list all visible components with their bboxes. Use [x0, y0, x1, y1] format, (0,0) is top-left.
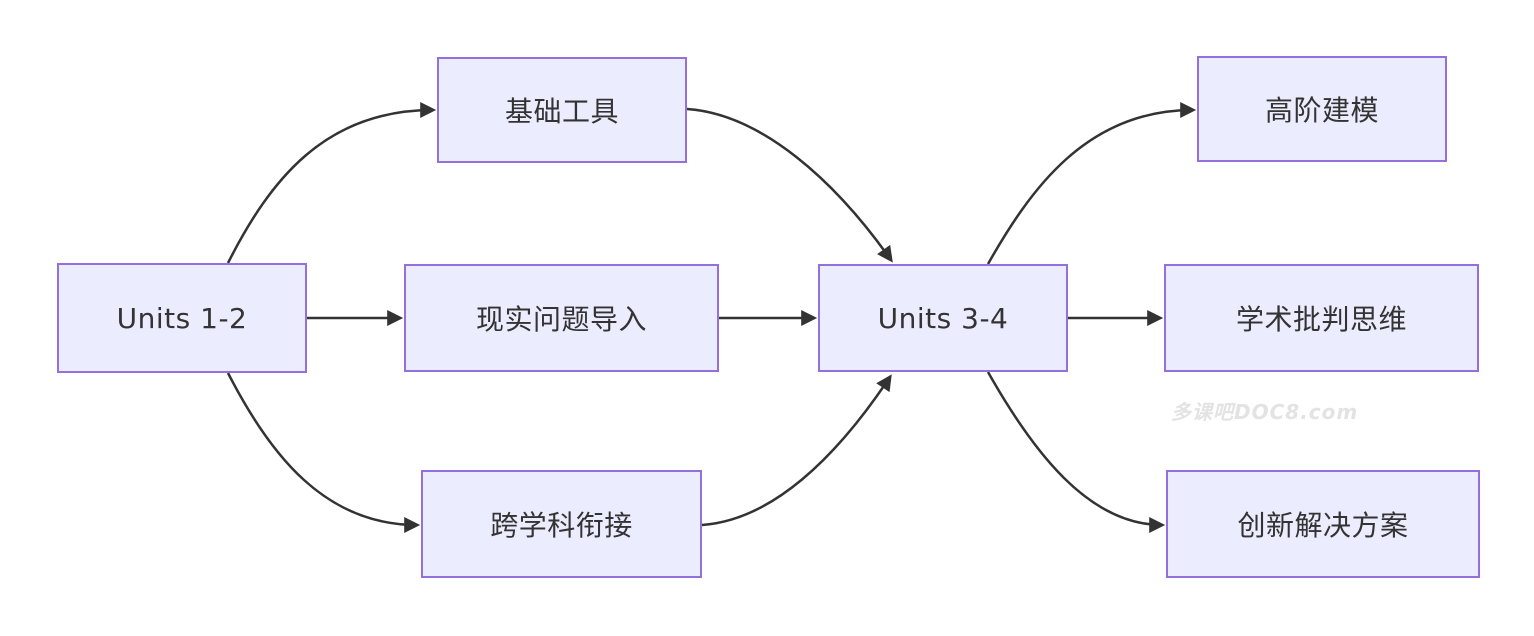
edge-units-3-4--advanced-modeling: [986, 102, 1197, 265]
edge-units-1-2--basic-tools: [226, 102, 437, 264]
node-label: 学术批判思维: [1235, 303, 1407, 336]
node-basic-tools: 基础工具: [437, 57, 687, 163]
edge-units-3-4--innovative-solutions: [986, 371, 1166, 533]
node-label: 现实问题导入: [475, 303, 647, 336]
edge-units-1-2--interdisciplinary-bridge: [226, 372, 421, 533]
node-advanced-modeling: 高阶建模: [1197, 56, 1447, 162]
node-real-world-problem-intro: 现实问题导入: [404, 264, 719, 372]
edge-basic-tools--units-3-4: [686, 107, 893, 263]
node-label: 基础工具: [504, 95, 619, 128]
node-label: 高阶建模: [1264, 94, 1379, 127]
watermark: 多课吧DOC8.com: [1171, 400, 1359, 424]
node-label: Units 1-2: [116, 301, 248, 335]
node-label: 跨学科衔接: [490, 509, 633, 542]
edge-interdisciplinary-bridge--units-3-4: [701, 374, 892, 527]
node-academic-critical-thinking: 学术批判思维: [1164, 264, 1479, 372]
node-units-1-2: Units 1-2: [57, 263, 307, 373]
node-innovative-solutions: 创新解决方案: [1166, 470, 1480, 578]
node-label: 创新解决方案: [1237, 509, 1409, 542]
node-interdisciplinary-bridge: 跨学科衔接: [421, 470, 702, 578]
node-units-3-4: Units 3-4: [818, 264, 1068, 372]
node-label: Units 3-4: [877, 301, 1009, 335]
